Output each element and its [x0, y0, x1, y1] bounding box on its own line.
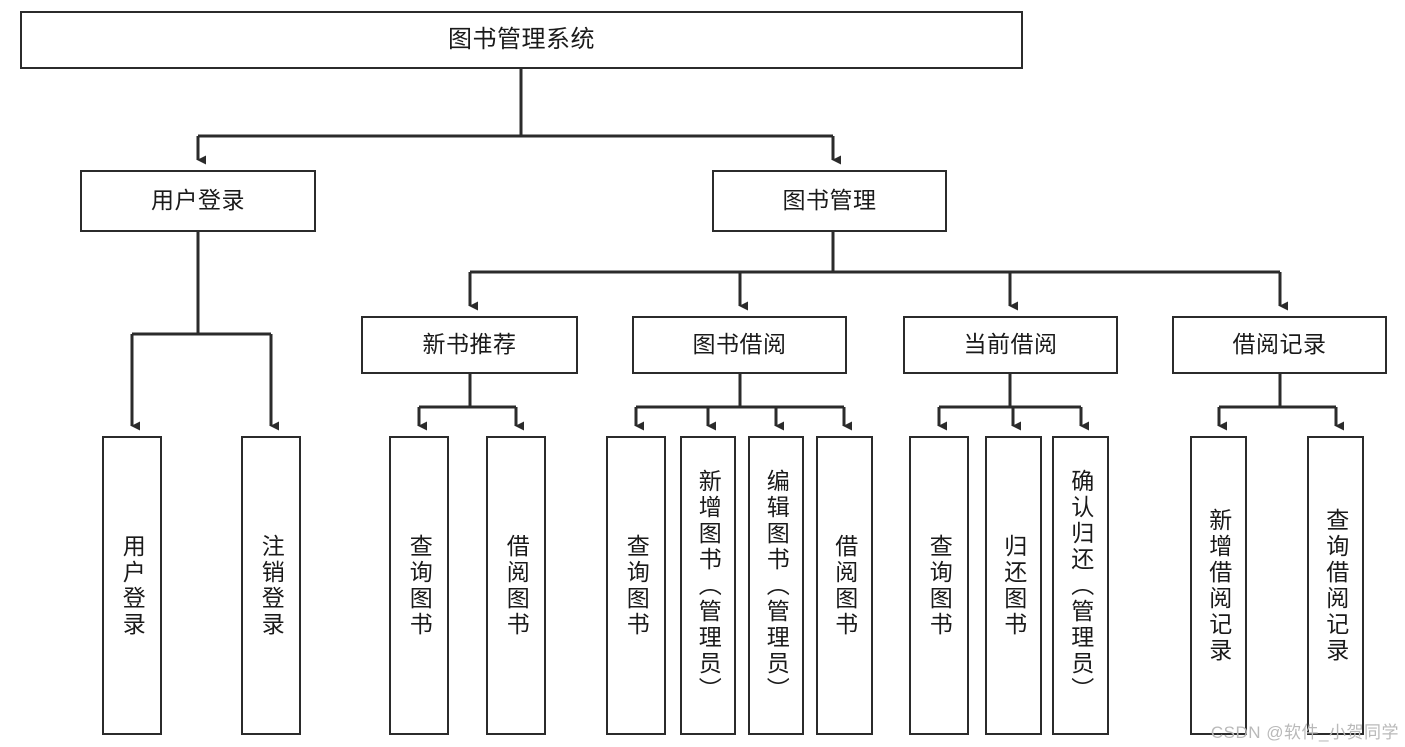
node-leaf-query-book-3[interactable]: 查询图书 — [909, 436, 969, 735]
node-leaf-return-book[interactable]: 归还图书 — [985, 436, 1042, 735]
node-leaf-query-record[interactable]: 查询借阅记录 — [1307, 436, 1364, 735]
node-leaf-edit-book[interactable]: 编辑图书（管理员） — [748, 436, 804, 735]
node-book-manage-label: 图书管理 — [782, 187, 877, 214]
node-leaf-query-book-1-label: 查询图书 — [406, 533, 433, 638]
node-leaf-query-book-1[interactable]: 查询图书 — [389, 436, 449, 735]
node-leaf-borrow-book-1[interactable]: 借阅图书 — [486, 436, 546, 735]
node-leaf-return-book-label: 归还图书 — [1000, 533, 1027, 638]
node-leaf-user-login[interactable]: 用户登录 — [102, 436, 162, 735]
node-leaf-query-book-2[interactable]: 查询图书 — [606, 436, 666, 735]
node-user-login[interactable]: 用户登录 — [80, 170, 316, 232]
node-leaf-borrow-book-1-label: 借阅图书 — [503, 533, 530, 638]
node-leaf-edit-book-label: 编辑图书（管理员） — [763, 468, 790, 703]
node-root[interactable]: 图书管理系统 — [20, 11, 1023, 69]
node-book-borrow-label: 图书借阅 — [692, 331, 787, 358]
node-leaf-confirm-return-label: 确认归还（管理员） — [1067, 468, 1094, 703]
node-current-borrow[interactable]: 当前借阅 — [903, 316, 1118, 374]
node-leaf-add-book-label: 新增图书（管理员） — [695, 468, 722, 703]
node-leaf-query-record-label: 查询借阅记录 — [1322, 507, 1349, 664]
node-new-book-recommend[interactable]: 新书推荐 — [361, 316, 578, 374]
node-leaf-add-book[interactable]: 新增图书（管理员） — [680, 436, 736, 735]
node-borrow-record[interactable]: 借阅记录 — [1172, 316, 1387, 374]
node-user-login-label: 用户登录 — [151, 187, 245, 214]
node-leaf-user-logout[interactable]: 注销登录 — [241, 436, 301, 735]
node-leaf-borrow-book-2[interactable]: 借阅图书 — [816, 436, 873, 735]
node-new-book-recommend-label: 新书推荐 — [422, 331, 517, 358]
node-book-borrow[interactable]: 图书借阅 — [632, 316, 847, 374]
node-book-manage[interactable]: 图书管理 — [712, 170, 947, 232]
node-leaf-user-login-label: 用户登录 — [119, 533, 146, 638]
node-leaf-user-logout-label: 注销登录 — [258, 533, 285, 638]
node-current-borrow-label: 当前借阅 — [963, 331, 1058, 358]
node-leaf-add-record-label: 新增借阅记录 — [1205, 507, 1232, 664]
node-root-label: 图书管理系统 — [448, 25, 595, 53]
watermark: CSDN @软件_小贺同学 — [1210, 723, 1399, 742]
node-leaf-confirm-return[interactable]: 确认归还（管理员） — [1052, 436, 1109, 735]
node-borrow-record-label: 借阅记录 — [1232, 331, 1327, 358]
node-leaf-query-book-3-label: 查询图书 — [926, 533, 953, 638]
node-leaf-add-record[interactable]: 新增借阅记录 — [1190, 436, 1247, 735]
node-leaf-borrow-book-2-label: 借阅图书 — [831, 533, 858, 638]
node-leaf-query-book-2-label: 查询图书 — [623, 533, 650, 638]
